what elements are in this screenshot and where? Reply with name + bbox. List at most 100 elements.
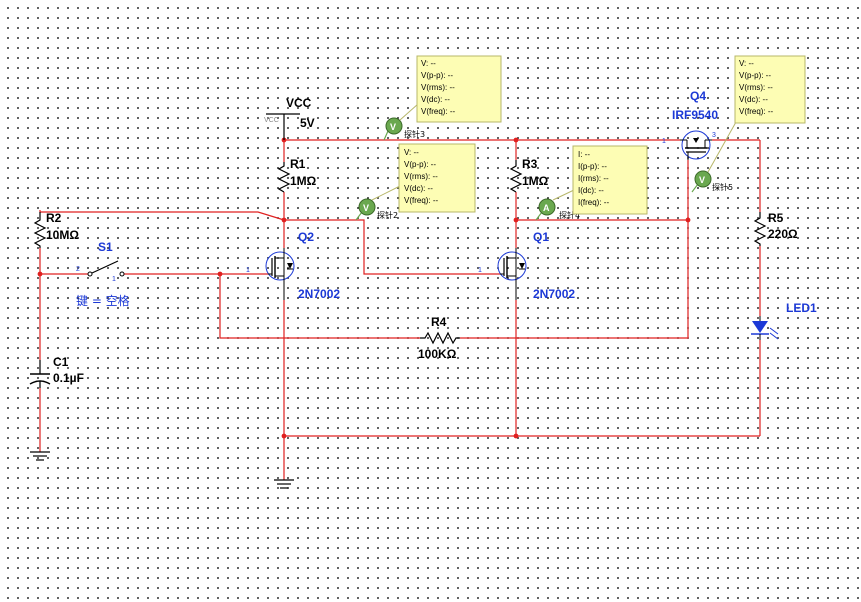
probe-2-line-3: V(rms): -- (404, 172, 438, 181)
probe-2-connector (371, 185, 401, 201)
resistor-r4-zigzag (420, 331, 460, 345)
junction-dot (513, 433, 519, 439)
capacitor-c1[interactable]: C1 0.1µF (29, 355, 84, 388)
r1-ref: R1 (290, 157, 306, 171)
switch-s1-contact-right (119, 271, 125, 277)
mosfet-q1-diode (519, 263, 525, 269)
probe-3-connector (399, 103, 419, 121)
probe-2-lead (355, 211, 363, 221)
r4-value: 100KΩ (418, 347, 457, 361)
resistor-r2[interactable]: R2 10MΩ (33, 211, 79, 248)
s1-key-label: 键 = 空格 (76, 293, 130, 308)
probe-2-line-5: V(freq): -- (404, 196, 439, 205)
s1-ref: S1 (98, 240, 113, 254)
probe-4-badge (538, 198, 556, 216)
probe-4-letter: A (543, 203, 550, 213)
q1-model: 2N7002 (533, 287, 575, 301)
probe-4-line-5: I(freq): -- (578, 198, 609, 207)
probe-2-line-4: V(dc): -- (404, 184, 433, 193)
probe-4-tag: 探针4 (559, 210, 580, 220)
probe-3-meter: V: -- V(p-p): -- V(rms): -- V(dc): -- V(… (416, 55, 502, 123)
q2-model: 2N7002 (298, 287, 340, 301)
mosfet-q4[interactable]: 1 3 Q4 IRF9540 (662, 89, 718, 160)
switch-s1-lever (91, 260, 119, 274)
probe-5-tag: 探针5 (712, 182, 733, 192)
probe-4-connector (552, 189, 575, 201)
probe-3[interactable]: V 探针3 (383, 103, 425, 141)
probe-4-meter: I: -- I(p-p): -- I(rms): -- I(dc): -- I(… (572, 145, 648, 215)
switch-s1[interactable]: 2 1 S1 键 = 空格 (76, 240, 130, 308)
q4-pin-1: 1 (662, 138, 666, 145)
wires (39, 139, 761, 480)
vcc-small-tag: VCC (264, 117, 279, 124)
q4-ref: Q4 (690, 89, 706, 103)
probe-2-badge (358, 198, 376, 216)
probe-2[interactable]: V 探针2 (355, 185, 401, 221)
probe-4-line-3: I(rms): -- (578, 174, 609, 183)
mosfet-q1[interactable]: 1 Q1 2N7002 (478, 230, 575, 301)
mosfet-q2[interactable]: 1 Q2 2N7002 (246, 230, 340, 301)
led-led1[interactable]: LED1 (751, 301, 817, 340)
probe-5-meter: V: -- V(p-p): -- V(rms): -- V(dc): -- V(… (734, 55, 806, 124)
probe-3-line-5: V(freq): -- (421, 107, 456, 116)
q1-pin-1: 1 (478, 267, 482, 274)
r4-ref: R4 (431, 315, 447, 329)
mosfet-q2-diode (287, 263, 293, 269)
junction-dot (685, 217, 691, 223)
probe-5-line-5: V(freq): -- (739, 107, 774, 116)
q2-pin-1: 1 (246, 267, 250, 274)
probe-5-badge (694, 170, 712, 188)
junctions (37, 137, 691, 439)
wire-r4-loop-left[interactable] (219, 274, 420, 339)
probe-5-line-2: V(p-p): -- (739, 71, 771, 80)
vcc-value: 5V (300, 116, 315, 130)
probe-3-line-4: V(dc): -- (421, 95, 450, 104)
ground-symbol-q2[interactable] (274, 479, 294, 489)
probe-2-meter-box (398, 143, 476, 213)
probe-2-tag: 探针2 (377, 210, 398, 220)
resistor-r3[interactable]: R3 1MΩ (509, 157, 549, 193)
r1-value: 1MΩ (290, 174, 317, 188)
led1-light-arrow (769, 332, 779, 340)
r2-ref: R2 (46, 211, 62, 225)
probe-3-line-2: V(p-p): -- (421, 71, 453, 80)
probe-2-line-2: V(p-p): -- (404, 160, 436, 169)
probe-4-line-1: I: -- (578, 150, 590, 159)
probe-2-letter: V (363, 203, 369, 213)
resistor-r4[interactable]: R4 100KΩ (418, 315, 460, 361)
c1-ref: C1 (53, 355, 69, 369)
ground-symbol-c1[interactable] (30, 451, 50, 461)
resistor-r5[interactable]: R5 220Ω (753, 211, 798, 246)
junction-dot (513, 137, 519, 143)
vcc-label: VCC (286, 96, 312, 110)
resistor-r2-zigzag (33, 212, 47, 248)
wire-r2-top[interactable] (39, 210, 285, 221)
probe-4-line-2: I(p-p): -- (578, 162, 607, 171)
probe-4[interactable]: A 探针4 (535, 189, 580, 221)
probe-2-line-1: V: -- (404, 148, 419, 157)
switch-s1-contact-left (87, 271, 93, 277)
junction-dot (217, 271, 223, 277)
probe-3-badge (385, 117, 403, 135)
mosfet-q4-diode (693, 138, 699, 143)
led1-ref: LED1 (786, 301, 817, 315)
probe-3-lead (383, 130, 389, 141)
led1-light-arrow (769, 327, 779, 335)
r2-value: 10MΩ (46, 228, 79, 242)
resistor-r1[interactable]: R1 1MΩ (277, 157, 317, 193)
junction-dot (513, 217, 519, 223)
r5-value: 220Ω (768, 227, 798, 241)
wire-r4-loop-right[interactable] (460, 220, 689, 339)
vcc-source[interactable]: VCC VCC 5V (264, 96, 315, 140)
resistor-r1-zigzag (277, 162, 291, 193)
wire-q2-drain-to-q1-gate[interactable] (284, 219, 500, 275)
s1-pin-1: 1 (112, 276, 116, 283)
probe-5-letter: V (699, 175, 705, 185)
mosfet-q2-body (265, 251, 295, 281)
mosfet-q1-body (497, 251, 527, 281)
probe-5[interactable]: V 探针5 (691, 121, 737, 193)
r3-ref: R3 (522, 157, 538, 171)
q1-ref: Q1 (533, 230, 549, 244)
led1-triangle (752, 321, 768, 333)
